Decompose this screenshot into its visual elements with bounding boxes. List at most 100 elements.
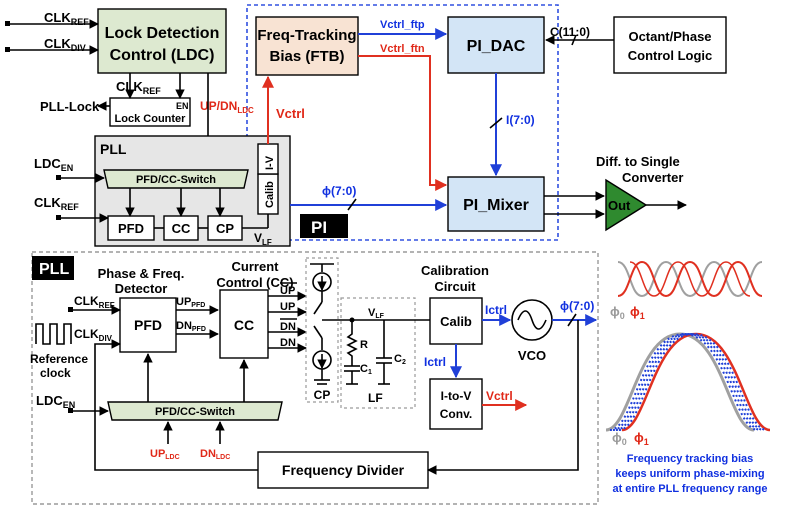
detail-switch-label: PFD/CC-Switch: [155, 406, 235, 418]
phi1-bottom: ϕ1: [634, 430, 649, 447]
c1-label: C1: [360, 363, 372, 376]
clk-div-pin: [5, 47, 10, 52]
pll-small-calib-label: Calib: [264, 181, 276, 208]
detail-vctrl-label: Vctrl: [486, 389, 513, 403]
octant-block: [613, 16, 727, 74]
pi-mixer-label: PI_Mixer: [463, 197, 529, 214]
lf-label: LF: [368, 391, 383, 405]
pi-region: [246, 4, 559, 241]
phi0-bottom: ϕ0: [612, 430, 627, 447]
side-caption1: Frequency tracking bias: [627, 453, 754, 465]
lf-resistor: [346, 320, 358, 366]
ftb-block: [255, 16, 359, 76]
lf-region: [340, 297, 416, 409]
ref-clock1: Reference: [30, 352, 88, 366]
out-label: Out: [608, 198, 631, 213]
vctrl-label: Vctrl: [276, 106, 305, 121]
out-buffer: [605, 178, 648, 232]
calib-block: [429, 297, 483, 345]
pi-mixer-block: [447, 176, 545, 232]
pll-lock-label: PLL-Lock: [40, 99, 100, 114]
pll-small-cc-label: CC: [172, 221, 191, 236]
phase-waveform-top: [617, 260, 763, 298]
pll-small-clk-ref: CLKREF: [34, 195, 79, 212]
iv-line2: Conv.: [440, 407, 472, 421]
i-bus-label: I(7:0): [506, 113, 535, 127]
cp-region: [305, 257, 339, 403]
dn-bar-label: DN: [280, 321, 296, 333]
pi-tag: [300, 214, 348, 238]
out-caption1: Diff. to Single: [596, 154, 680, 169]
up-pfd-label: UPPFD: [176, 296, 205, 309]
pll-ldc-en-pin: [56, 175, 61, 180]
pll-detail-region: [31, 251, 599, 505]
dn-pfd-label: DNPFD: [176, 320, 206, 333]
clk-ref-detail-pin: [68, 307, 73, 312]
lock-counter-clk-ref: CLKREF: [116, 79, 161, 96]
cal-title2: Circuit: [434, 279, 476, 294]
ldc-subtitle: Control (LDC): [110, 47, 215, 64]
detail-up-ldc: UPLDC: [150, 448, 180, 461]
pll-small-cp-label: CP: [216, 221, 234, 236]
ldc-clk-div: CLKDIV: [44, 36, 86, 53]
ictrl-out-label: Ictrl: [485, 303, 507, 317]
ftb-subtitle: Bias (FTB): [270, 48, 345, 65]
ldc-clk-ref: CLKREF: [44, 10, 89, 27]
pll-detail-tag: [32, 256, 74, 280]
iv-line1: I-to-V: [441, 389, 472, 403]
side-caption3: at entire PLL frequency range: [612, 483, 767, 495]
detail-clk-ref: CLKREF: [74, 294, 115, 310]
detail-switch: [107, 401, 283, 421]
detail-phi-bus: ϕ(7:0): [560, 299, 594, 313]
ref-clock2: clock: [40, 366, 71, 380]
pll-small-iv-label: I-V: [264, 155, 276, 170]
cc-label: CC: [234, 317, 254, 333]
phi-bus-label: ϕ(7:0): [322, 184, 356, 198]
octant-line2: Control Logic: [628, 48, 713, 63]
c2-label: C2: [394, 353, 406, 366]
pfd-title1: Phase & Freq.: [98, 266, 185, 281]
pi-dac-block: [447, 16, 545, 74]
up-bar-label: UP: [280, 285, 295, 297]
side-caption2: keeps uniform phase-mixing: [615, 468, 764, 480]
octant-line1: Octant/Phase: [628, 29, 711, 44]
ftb-title: Freq-Tracking: [257, 27, 356, 44]
pll-small-vlf: VLF: [254, 231, 272, 247]
out-caption2: Converter: [622, 170, 683, 185]
detail-clk-div: CLKDIV: [74, 327, 113, 343]
c-bus-label: C(11:0): [550, 25, 590, 39]
ictrl-down-label: Ictrl: [424, 355, 446, 369]
detail-dn-ldc: DNLDC: [200, 448, 230, 461]
lock-counter-en: EN: [176, 101, 189, 111]
clk-ref-pin: [5, 21, 10, 26]
phi0-top: ϕ0: [610, 304, 625, 321]
pfd-block: [119, 297, 177, 353]
vlf-label: VLF: [368, 307, 385, 320]
vctrl-ftp-label: Vctrl_ftp: [380, 19, 425, 31]
ldc-block: [97, 8, 227, 74]
phase-mixing-plot: [605, 332, 771, 432]
vctrl-ftn-label: Vctrl_ftn: [380, 43, 425, 55]
detail-ldc-en: LDCEN: [36, 393, 75, 410]
pi-dac-label: PI_DAC: [467, 38, 526, 55]
pfd-label: PFD: [134, 317, 162, 333]
cp-label: CP: [314, 388, 331, 402]
reference-clock-wave: [35, 323, 72, 345]
cc-block: [219, 289, 269, 359]
detail-ldc-en-pin: [68, 408, 73, 413]
up-label: UP: [280, 301, 295, 313]
cc-title1: Current: [232, 259, 280, 274]
pfd-title2: Detector: [115, 281, 168, 296]
vco-label: VCO: [518, 348, 546, 363]
pll-clk-ref-pin: [56, 215, 61, 220]
cc-title2: Control (CC): [216, 275, 293, 290]
dn-label: DN: [280, 337, 296, 349]
phi1-top: ϕ1: [630, 304, 645, 321]
lock-counter-block: [109, 97, 191, 127]
pll-detail-title: PLL: [39, 261, 69, 278]
pll-small-title: PLL: [100, 141, 127, 157]
pll-small-pfd-label: PFD: [118, 221, 144, 236]
pll-small-switch: [103, 169, 249, 189]
pi-tag-label: PI: [311, 218, 327, 237]
